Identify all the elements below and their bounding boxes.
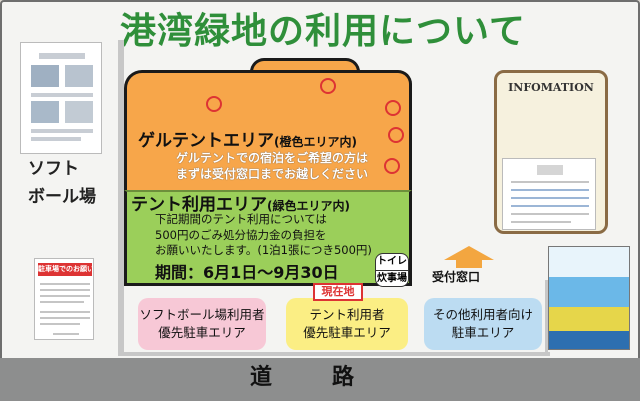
- path-bottom: [120, 352, 550, 356]
- tent-text-line3: お願いいたします。(1泊1張につき500円): [155, 243, 372, 257]
- road: [0, 358, 640, 401]
- gel-tent-subtitle: (橙色エリア内): [274, 135, 357, 149]
- tent-parking-line2: 優先駐車エリア: [303, 325, 391, 340]
- gel-tent-text-line1: ゲルテントでの宿泊をご希望の方は: [176, 151, 369, 165]
- parking-notice-poster: 駐車場でのお願い: [34, 258, 94, 340]
- other-parking-line1: その他利用者向け: [432, 307, 533, 322]
- tent-text-line1: 下記期間のテント利用については: [155, 212, 327, 226]
- softball-label-line1: ソフト: [28, 159, 79, 179]
- gel-tent-title: ゲルテントエリア(橙色エリア内): [138, 126, 357, 151]
- tent-title-text: テント利用エリア: [131, 195, 267, 215]
- path-left: [118, 40, 124, 356]
- current-location-marker: 現在地: [313, 283, 363, 301]
- up-arrow-icon: [444, 246, 494, 268]
- info-sheet: [502, 158, 596, 230]
- gel-tent-marker: [388, 127, 404, 143]
- toilet-label: トイレ: [376, 254, 408, 271]
- gel-tent-text-line2: まずは受付窓口までお越しください: [176, 167, 369, 181]
- softball-parking-area: ソフトボール場利用者 優先駐車エリア: [138, 298, 266, 350]
- tent-parking-line1: テント利用者: [309, 307, 385, 322]
- softball-parking-line2: 優先駐車エリア: [158, 325, 246, 340]
- road-label: 道路: [250, 365, 415, 390]
- tent-zone: [124, 190, 412, 286]
- tent-parking-area: テント利用者 優先駐車エリア: [286, 298, 408, 350]
- other-parking-area: その他利用者向け 駐車エリア: [424, 298, 542, 350]
- other-parking-line2: 駐車エリア: [451, 325, 515, 340]
- page-title: 港湾緑地の利用について: [120, 10, 526, 52]
- kitchen-label: 炊事場: [377, 273, 407, 284]
- reception-label: 受付窓口: [432, 270, 481, 284]
- tent-description: 下記期間のテント利用については 500円のごみ処分協力金の負担を お願いいたしま…: [155, 212, 372, 259]
- path-right: [545, 280, 548, 352]
- softball-parking-line1: ソフトボール場利用者: [139, 307, 265, 322]
- gel-tent-marker: [385, 100, 401, 116]
- gel-tent-description: ゲルテントでの宿泊をご希望の方は まずは受付窓口までお越しください: [176, 150, 368, 182]
- gel-tent-title-text: ゲルテントエリア: [138, 131, 274, 151]
- gel-tent-zone: [124, 70, 412, 190]
- tent-text-line2: 500円のごみ処分協力金の負担を: [155, 227, 327, 242]
- info-title: INFOMATION: [508, 81, 594, 94]
- softball-field-label: ソフト ボール場: [28, 155, 118, 211]
- tent-subtitle: (緑色エリア内): [267, 199, 350, 213]
- parking-notice-title: 駐車場でのお願い: [38, 263, 92, 276]
- gel-tent-marker: [384, 158, 400, 174]
- tent-period: 期間：6月1日～9月30日: [155, 263, 339, 282]
- gel-tent-marker: [206, 96, 222, 112]
- tent-area-title: テント利用エリア(緑色エリア内): [131, 190, 350, 215]
- gel-tent-marker: [320, 78, 336, 94]
- event-poster: [548, 246, 630, 350]
- toilet-kitchen-box: トイレ 炊事場: [375, 253, 409, 287]
- softball-label-line2: ボール場: [28, 187, 96, 207]
- notice-poster: [20, 42, 102, 154]
